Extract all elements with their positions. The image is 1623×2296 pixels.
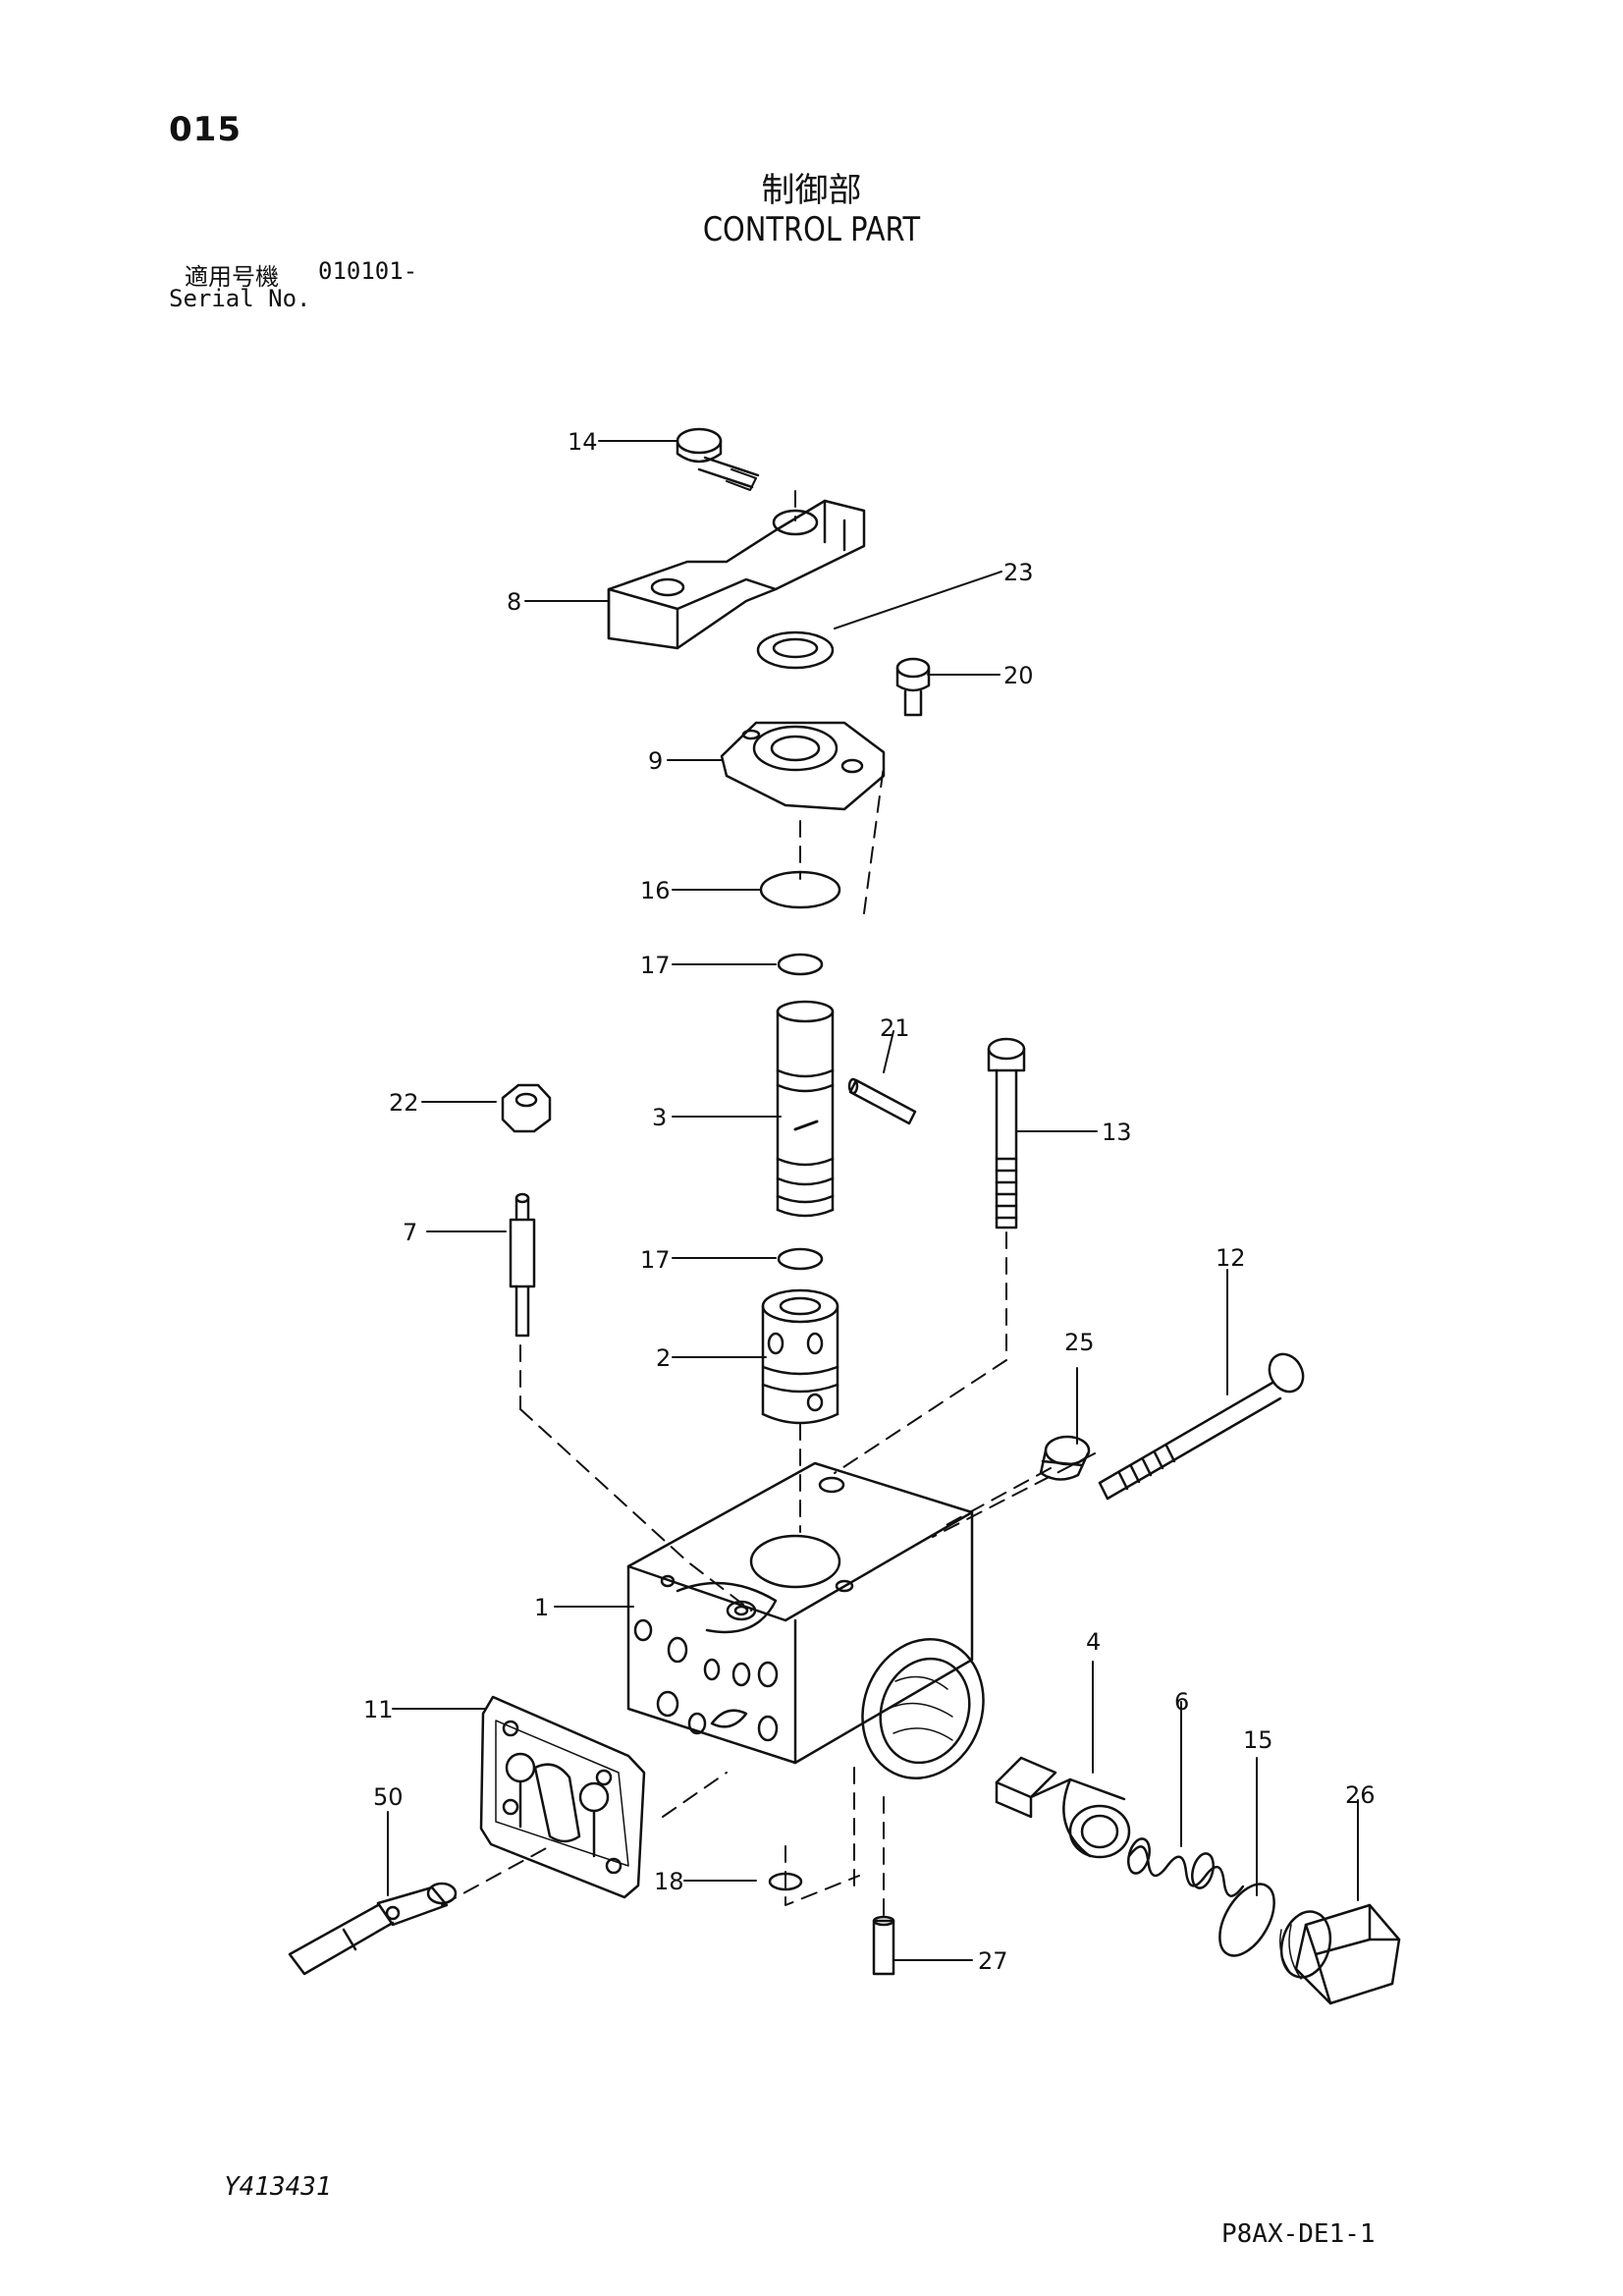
bolt-14	[676, 427, 760, 491]
leader-lines	[387, 440, 1359, 1961]
callout-23: 23	[1003, 559, 1034, 586]
callout-50: 50	[373, 1783, 404, 1811]
callout-6: 6	[1174, 1688, 1189, 1716]
o-ring-16	[759, 870, 841, 909]
callout-3: 3	[652, 1104, 667, 1131]
plug-26	[1279, 1903, 1401, 2005]
lever-8	[607, 499, 866, 650]
callout-8: 8	[507, 588, 521, 616]
serial-label-english: Serial No.	[169, 285, 311, 312]
title-japanese: 制御部	[761, 171, 862, 210]
assembly-axis-lines	[441, 490, 1096, 1916]
callout-16: 16	[640, 877, 671, 904]
sleeve-2	[761, 1288, 839, 1425]
callout-17-lower: 17	[640, 1246, 671, 1274]
piston-4	[995, 1756, 1131, 1859]
callout-27: 27	[978, 1947, 1008, 1975]
callout-21: 21	[880, 1014, 910, 1042]
gasket-plate-11	[479, 1695, 646, 1899]
plug-25	[1039, 1435, 1091, 1481]
page-number: 015	[169, 110, 242, 149]
serial-label-japanese: 適用号機	[185, 263, 279, 291]
callout-14: 14	[568, 428, 598, 456]
callout-9: 9	[648, 747, 663, 775]
o-ring-15	[1218, 1883, 1275, 1957]
callout-17-upper: 17	[640, 952, 671, 979]
valve-body-1	[626, 1461, 985, 1779]
nut-22	[501, 1083, 552, 1133]
serial-number-value: 010101-	[318, 257, 418, 285]
o-ring-17-lower	[777, 1247, 824, 1271]
document-code: Y413431	[224, 2172, 332, 2202]
callout-22: 22	[389, 1089, 419, 1117]
figure-code: P8AX-DE1-1	[1221, 2219, 1376, 2249]
bolt-12	[1098, 1352, 1305, 1501]
pin-21	[847, 1077, 917, 1125]
callout-labels: 14 8 23 20 9 16 17 21 22 3 13 7 17 12 25…	[363, 428, 1376, 1975]
washer-23	[756, 630, 835, 670]
callout-11: 11	[363, 1696, 394, 1723]
o-ring-17-upper	[777, 953, 824, 976]
pin-27	[872, 1915, 895, 1976]
bolt-13	[987, 1037, 1026, 1230]
callout-4: 4	[1086, 1628, 1101, 1656]
callout-12: 12	[1216, 1244, 1246, 1272]
title-english: CONTROL PART	[702, 210, 921, 249]
spring-6	[1127, 1837, 1245, 1897]
callout-2: 2	[656, 1344, 671, 1372]
callout-18: 18	[654, 1868, 684, 1895]
callout-26: 26	[1345, 1781, 1376, 1809]
plunger-7	[509, 1192, 536, 1338]
screw-20	[895, 657, 931, 717]
callout-15: 15	[1243, 1726, 1273, 1754]
spool-3	[776, 1000, 835, 1218]
lever-50	[288, 1882, 458, 1976]
callout-7: 7	[403, 1219, 417, 1246]
callout-25: 25	[1064, 1329, 1095, 1356]
callout-13: 13	[1102, 1119, 1132, 1146]
callout-20: 20	[1003, 662, 1034, 689]
cover-flange-9	[720, 721, 886, 811]
o-ring-18	[768, 1872, 803, 1891]
callout-1: 1	[534, 1594, 549, 1621]
